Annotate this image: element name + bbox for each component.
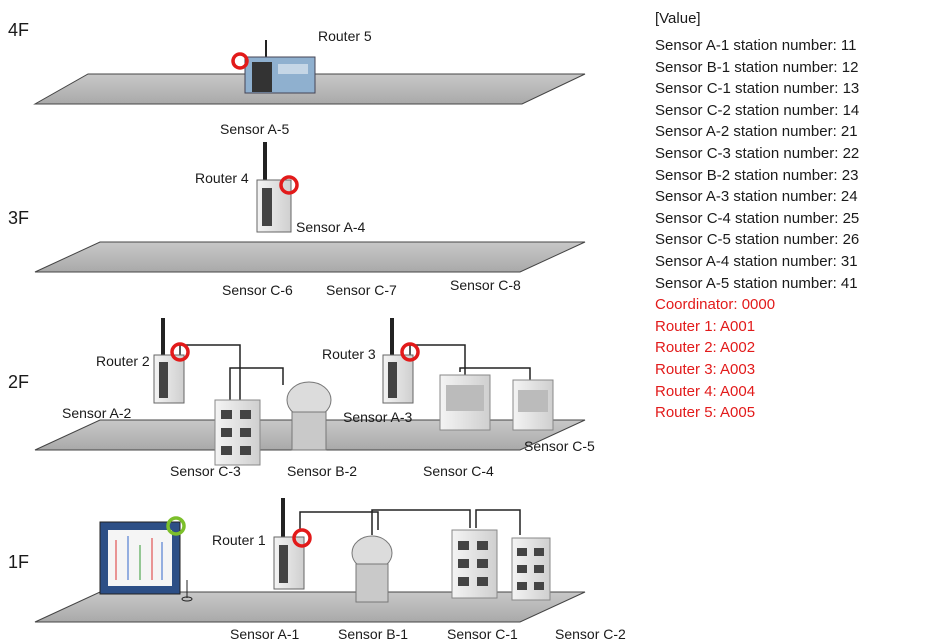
value-panel: [Value] Sensor A-1 station number: 11 Se… — [655, 10, 860, 424]
1f-connection-lines — [299, 509, 521, 535]
label-sensor-a2: Sensor A-2 — [62, 405, 132, 421]
sensor-c2-device — [511, 537, 551, 601]
station-line: Sensor A-2 station number: 21 — [655, 123, 858, 141]
sensor-c3-device — [214, 399, 261, 466]
label-sensor-c8: Sensor C-8 — [450, 277, 521, 293]
label-sensor-a5: Sensor A-5 — [220, 121, 290, 137]
label-router-3: Router 3 — [322, 346, 376, 362]
station-line: Sensor B-2 station number: 23 — [655, 166, 859, 184]
label-sensor-c5: Sensor C-5 — [524, 438, 595, 454]
address-line: Router 3: A003 — [655, 360, 756, 378]
label-sensor-b2: Sensor B-2 — [287, 463, 358, 479]
sensor-b1-device — [351, 535, 393, 603]
router-5-device — [244, 40, 316, 94]
station-line: Sensor A-5 station number: 41 — [655, 274, 858, 292]
sensor-c4-device — [439, 374, 491, 431]
router-2-marker — [170, 342, 190, 362]
coordinator-recorder — [99, 521, 193, 602]
label-sensor-b1: Sensor B-1 — [338, 626, 409, 642]
station-line: Sensor C-5 station number: 26 — [655, 231, 860, 249]
router-5-marker — [231, 52, 249, 70]
station-line: Sensor B-1 station number: 12 — [655, 58, 859, 76]
coordinator-marker — [166, 516, 186, 536]
floor-label-4f: 4F — [8, 20, 30, 40]
floor-3f-plane — [34, 241, 586, 273]
label-router-4: Router 4 — [195, 170, 249, 186]
label-router-2: Router 2 — [96, 353, 150, 369]
sensor-c1-device — [451, 529, 498, 599]
sensor-b2-device — [286, 381, 332, 451]
label-sensor-c3: Sensor C-3 — [170, 463, 241, 479]
label-sensor-a3: Sensor A-3 — [343, 409, 413, 425]
address-line: Router 5: A005 — [655, 404, 756, 422]
station-line: Sensor A-3 station number: 24 — [655, 188, 858, 206]
router-4-device — [256, 142, 292, 233]
label-sensor-a1: Sensor A-1 — [230, 626, 300, 642]
station-line: Sensor A-4 station number: 31 — [655, 252, 858, 270]
router-3-device — [382, 318, 414, 404]
label-sensor-c4: Sensor C-4 — [423, 463, 494, 479]
router-3-marker — [400, 342, 420, 362]
router-4-marker — [279, 175, 299, 195]
address-line: Router 2: A002 — [655, 339, 756, 357]
label-sensor-c6: Sensor C-6 — [222, 282, 293, 298]
router-1-marker — [292, 528, 312, 548]
station-line: Sensor C-3 station number: 22 — [655, 144, 860, 162]
address-line: Router 4: A004 — [655, 382, 756, 400]
label-sensor-c7: Sensor C-7 — [326, 282, 397, 298]
station-line: Sensor A-1 station number: 11 — [655, 37, 857, 54]
floor-label-3f: 3F — [8, 208, 30, 228]
floor-label-2f: 2F — [8, 372, 30, 392]
address-line: Coordinator: 0000 — [655, 296, 776, 314]
value-panel-heading: [Value] — [655, 10, 701, 27]
label-sensor-c2: Sensor C-2 — [555, 626, 626, 642]
floor-label-1f: 1F — [8, 552, 30, 572]
station-line: Sensor C-1 station number: 13 — [655, 80, 860, 98]
station-line: Sensor C-2 station number: 14 — [655, 101, 860, 119]
label-sensor-a4: Sensor A-4 — [296, 219, 366, 235]
address-line: Router 1: A001 — [655, 317, 756, 335]
floor-1f-plane — [34, 591, 586, 623]
router-2-device — [153, 318, 185, 404]
label-sensor-c1: Sensor C-1 — [447, 626, 518, 642]
station-line: Sensor C-4 station number: 25 — [655, 209, 860, 227]
label-router-1: Router 1 — [212, 532, 266, 548]
sensor-c5-device — [512, 379, 554, 431]
label-router-5: Router 5 — [318, 28, 372, 44]
